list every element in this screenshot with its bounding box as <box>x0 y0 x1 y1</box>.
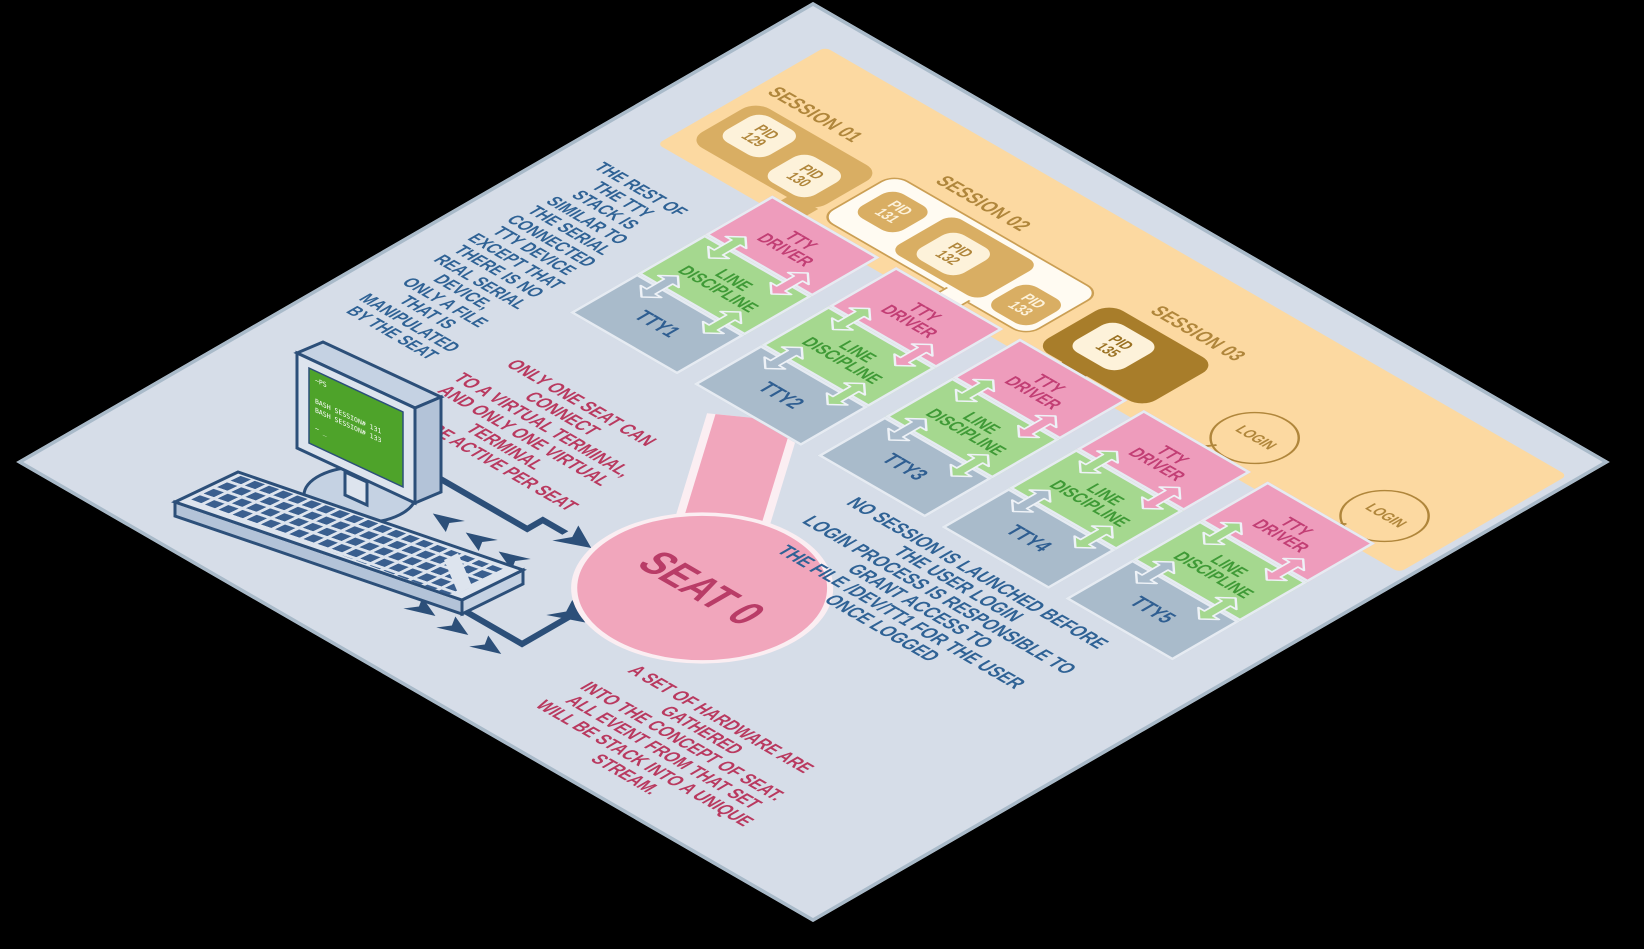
output-flow-arrows <box>432 513 531 570</box>
input-flow-arrows <box>403 597 502 654</box>
ground-plane: SESSION 01 PID 129 PID 130 SESSION 02 PI… <box>16 2 1610 922</box>
note-seat-gather: A SET OF HARDWARE ARE GATHERED INTO THE … <box>530 662 819 830</box>
